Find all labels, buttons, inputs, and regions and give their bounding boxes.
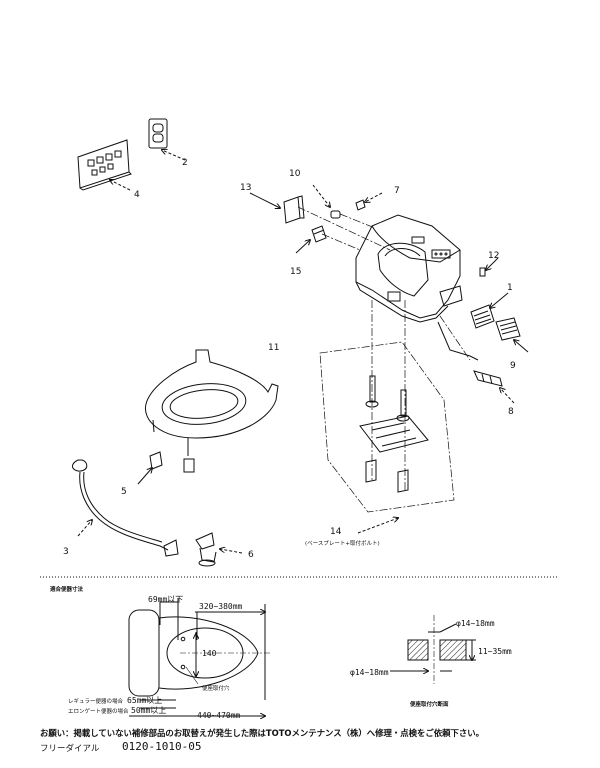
part-number-3: 3 bbox=[63, 547, 69, 557]
elongated-value: 50mm以上 bbox=[131, 706, 166, 715]
cable-drawing bbox=[437, 321, 479, 361]
section-dim-bottom: φ14~18mm bbox=[350, 668, 389, 677]
leader-7 bbox=[365, 192, 383, 202]
leader-4 bbox=[110, 180, 131, 191]
part-labels: 1 2 3 4 5 6 7 8 9 10 11 12 13 14 (ベースプレー… bbox=[63, 158, 516, 560]
part-number-6: 6 bbox=[248, 550, 254, 560]
leader-6 bbox=[220, 549, 243, 554]
part-number-8: 8 bbox=[508, 407, 514, 417]
leader-12 bbox=[486, 257, 499, 270]
footer-request: お願い：掲載していない補修部品のお取替えが発生した際はTOTOメンテナンス（株）… bbox=[40, 728, 484, 738]
section-dim-right: 11~35mm bbox=[478, 647, 512, 656]
part-12-drawing bbox=[479, 267, 486, 277]
part-number-7: 7 bbox=[394, 186, 400, 196]
section-drawing bbox=[390, 615, 476, 684]
dim-140: 140 bbox=[202, 649, 217, 658]
part-number-1: 1 bbox=[507, 283, 513, 293]
remote-control-drawing bbox=[77, 139, 132, 191]
part-number-9: 9 bbox=[510, 361, 516, 371]
hole-note: 便座取付穴 bbox=[202, 684, 230, 692]
dim-top-left: 69mm以下 bbox=[148, 595, 183, 604]
baseplate-frame bbox=[319, 341, 455, 513]
regular-value: 65mm以上 bbox=[127, 696, 162, 705]
assembly-axes bbox=[297, 206, 471, 490]
toilet-seat-drawing bbox=[144, 349, 279, 456]
part-9-drawing bbox=[495, 317, 521, 341]
part-number-12: 12 bbox=[488, 251, 499, 261]
dim-bottom: 440~470mm bbox=[197, 711, 241, 720]
dim-top-right: 320~380mm bbox=[199, 602, 243, 611]
screw-7-drawing bbox=[355, 199, 366, 211]
screw-10-drawing bbox=[330, 210, 341, 219]
part-number-5: 5 bbox=[121, 487, 127, 497]
part-number-2: 2 bbox=[182, 158, 188, 168]
leader-2 bbox=[162, 150, 186, 161]
leader-13 bbox=[249, 192, 280, 208]
leader-9 bbox=[514, 340, 529, 353]
elongated-label: エロンゲート便器の場合 bbox=[68, 707, 129, 715]
wall-outlet-drawing bbox=[148, 118, 168, 149]
leader-1 bbox=[490, 292, 509, 308]
section-caption: 便座取付穴断面 bbox=[410, 700, 449, 708]
part-1-drawing bbox=[470, 304, 495, 329]
washlet-unit-drawing bbox=[355, 214, 463, 323]
fitting-15-drawing bbox=[311, 225, 327, 243]
part-number-13: 13 bbox=[240, 183, 251, 193]
stop-valve-drawing bbox=[195, 532, 217, 567]
baseplate-drawing bbox=[359, 375, 429, 493]
leader-10 bbox=[312, 184, 330, 207]
part-number-15: 15 bbox=[290, 267, 301, 277]
fit-heading: 適合便器寸法 bbox=[50, 585, 84, 593]
part-14-caption: (ベースプレート+取付ボルト) bbox=[305, 539, 380, 547]
fit-dimension-drawing bbox=[128, 598, 270, 716]
section-dim-top: φ14~18mm bbox=[456, 619, 495, 628]
regular-label: レギュラー便器の場合 bbox=[68, 697, 124, 705]
leader-8 bbox=[500, 388, 515, 404]
leader-15 bbox=[295, 240, 310, 254]
freedial-number: 0120-1010-05 bbox=[122, 740, 202, 753]
leader-5 bbox=[137, 468, 152, 485]
supply-hose-drawing bbox=[72, 459, 179, 557]
part-number-4: 4 bbox=[134, 190, 140, 200]
bracket-drawing bbox=[283, 195, 305, 224]
leader-14 bbox=[357, 518, 398, 534]
part-8-drawing bbox=[473, 370, 503, 387]
part-number-11: 11 bbox=[268, 343, 279, 353]
part-number-14: 14 bbox=[330, 527, 342, 537]
freedial-label: フリーダイアル bbox=[40, 744, 100, 754]
part-number-10: 10 bbox=[289, 169, 301, 179]
leader-3 bbox=[77, 520, 92, 537]
bumper-5-drawing bbox=[149, 451, 195, 473]
